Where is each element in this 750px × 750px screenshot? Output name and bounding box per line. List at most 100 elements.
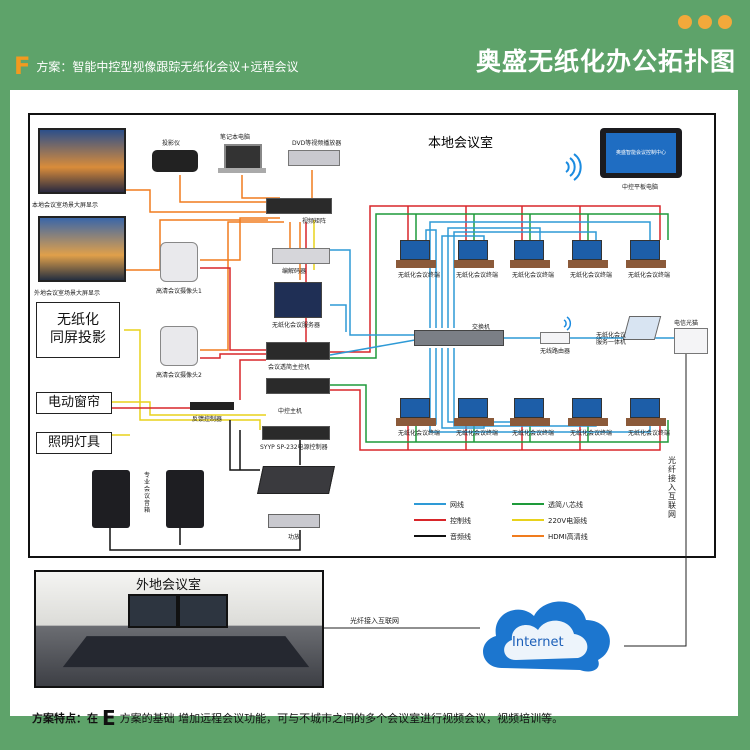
decorative-dots	[672, 14, 732, 33]
laptop-label: 笔记本电脑	[220, 134, 251, 141]
network-line	[453, 231, 597, 328]
terminal-bottom-3: 无纸化会议终端	[510, 398, 555, 437]
tablet-label: 中控平板电脑	[622, 184, 659, 191]
encoder-icon	[272, 248, 330, 264]
plan-letter: F	[14, 52, 31, 80]
remote-room-photo: 外地会议室	[34, 570, 324, 688]
dvd-icon	[288, 150, 340, 166]
page-title: 奥盛无纸化办公拓扑图	[475, 47, 736, 76]
camera-1-label: 高清会议摄像头1	[156, 288, 202, 295]
desk-icon	[568, 418, 608, 426]
control-line	[239, 359, 266, 400]
terminal-label: 无纸化会议终端	[628, 272, 671, 279]
hdmi-line	[179, 175, 268, 203]
laptop-icon	[400, 240, 430, 260]
laptop-icon	[514, 398, 544, 418]
legend-label-audio: 音频线	[450, 533, 471, 541]
network-line	[429, 221, 651, 328]
terminal-top-4: 无纸化会议终端	[568, 240, 612, 279]
matrix-label: 视频矩阵	[302, 218, 327, 225]
remote-screen-right	[178, 594, 228, 628]
legend-label-network: 网线	[450, 501, 464, 509]
power-controller-icon	[262, 426, 330, 440]
legend-label-control: 控制线	[450, 517, 471, 525]
screen-1	[38, 128, 126, 194]
lighting-box: 照明灯具	[36, 432, 112, 454]
terminal-label: 无纸化会议终端	[398, 430, 441, 437]
laptop-icon	[224, 144, 262, 170]
plan-text: 方案：智能中控型视像跟踪无纸化会议+远程会议	[36, 59, 299, 74]
switch-label: 交换机	[472, 324, 491, 331]
footer-text: 方案的基础 增加远程会议功能，可与不城市之间的多个会议室进行视频会议，视频培训等…	[119, 712, 564, 725]
tablet-screen: 奥盛智能会议控制中心	[606, 133, 676, 173]
desk-icon	[396, 418, 436, 426]
dot-icon	[698, 15, 712, 29]
laptop-icon	[572, 398, 602, 418]
router-label: 无线路由器	[540, 348, 571, 355]
terminal-top-3: 无纸化会议终端	[510, 240, 555, 279]
laptop-icon	[572, 240, 602, 260]
optical-modem-label: 电信光猫	[674, 320, 699, 327]
kiosk-label: 无纸化会议服务一体机	[596, 332, 627, 346]
amplifier-label: 功放	[288, 534, 301, 541]
local-room-frame	[28, 113, 716, 558]
remote-screen-left	[128, 594, 178, 628]
terminal-label: 无纸化会议终端	[628, 430, 671, 437]
core-line	[328, 213, 669, 359]
control-line	[200, 353, 266, 359]
central-icon	[266, 378, 330, 394]
feedback-label: 反馈控制器	[192, 416, 223, 423]
desk-icon	[510, 418, 550, 426]
server-label: 无纸化会议服务器	[272, 322, 321, 329]
desk-icon	[510, 260, 550, 268]
router-icon	[540, 332, 570, 344]
audio-line	[109, 510, 301, 551]
terminal-label: 无纸化会议终端	[456, 272, 499, 279]
network-line	[447, 227, 541, 328]
network-line	[330, 249, 415, 336]
terminal-bottom-5: 无纸化会议终端	[626, 398, 671, 437]
screen-1-label: 本地会议室场景大屏显示	[32, 202, 99, 209]
hdmi-line	[200, 221, 284, 351]
wifi-icon	[565, 153, 582, 181]
speaker-icon	[166, 470, 204, 528]
laptop-icon	[400, 398, 430, 418]
dvd-label: DVD等视频播放器	[292, 140, 342, 147]
plan-heading: F 方案：智能中控型视像跟踪无纸化会议+远程会议	[14, 54, 298, 78]
desk-icon	[454, 260, 494, 268]
projection-box: 无纸化 同屏投影	[36, 302, 120, 358]
laptop-icon	[630, 240, 660, 260]
power-controller-label: SYYP SP-232电源控制器	[260, 444, 328, 451]
desk-icon	[626, 418, 666, 426]
terminal-top-5: 无纸化会议终端	[626, 240, 671, 279]
projector-icon	[152, 150, 198, 172]
terminal-label: 无纸化会议终端	[570, 430, 613, 437]
encoder-label: 编解码器	[282, 268, 307, 275]
laptop-icon	[514, 240, 544, 260]
tracker-label: 会议透简主控机	[268, 364, 311, 371]
terminal-bottom-2: 无纸化会议终端	[454, 398, 499, 437]
feedback-icon	[190, 402, 234, 410]
network-line	[441, 235, 485, 328]
laptop-base-icon	[218, 168, 266, 173]
screen-2-label: 外地会议室场景大屏显示	[34, 290, 101, 297]
terminal-label: 无纸化会议终端	[512, 272, 555, 279]
projector-label: 投影仪	[162, 140, 181, 147]
terminal-label: 无纸化会议终端	[512, 430, 555, 437]
network-line	[429, 348, 651, 433]
kiosk-icon	[622, 316, 662, 340]
conference-table	[62, 636, 310, 668]
tracker-icon	[266, 342, 330, 360]
laptop-icon	[458, 398, 488, 418]
terminal-label: 无纸化会议终端	[398, 272, 441, 279]
dot-icon	[718, 15, 732, 29]
terminal-label: 无纸化会议终端	[456, 430, 499, 437]
desk-icon	[568, 260, 608, 268]
terminal-top-2: 无纸化会议终端	[454, 240, 499, 279]
screen-2	[38, 216, 126, 282]
desk-icon	[626, 260, 666, 268]
server-icon	[274, 282, 322, 318]
control-line	[200, 267, 266, 351]
legend-label-8core: 透简八芯线	[548, 501, 583, 509]
terminal-bottom-1: 无纸化会议终端	[396, 398, 441, 437]
